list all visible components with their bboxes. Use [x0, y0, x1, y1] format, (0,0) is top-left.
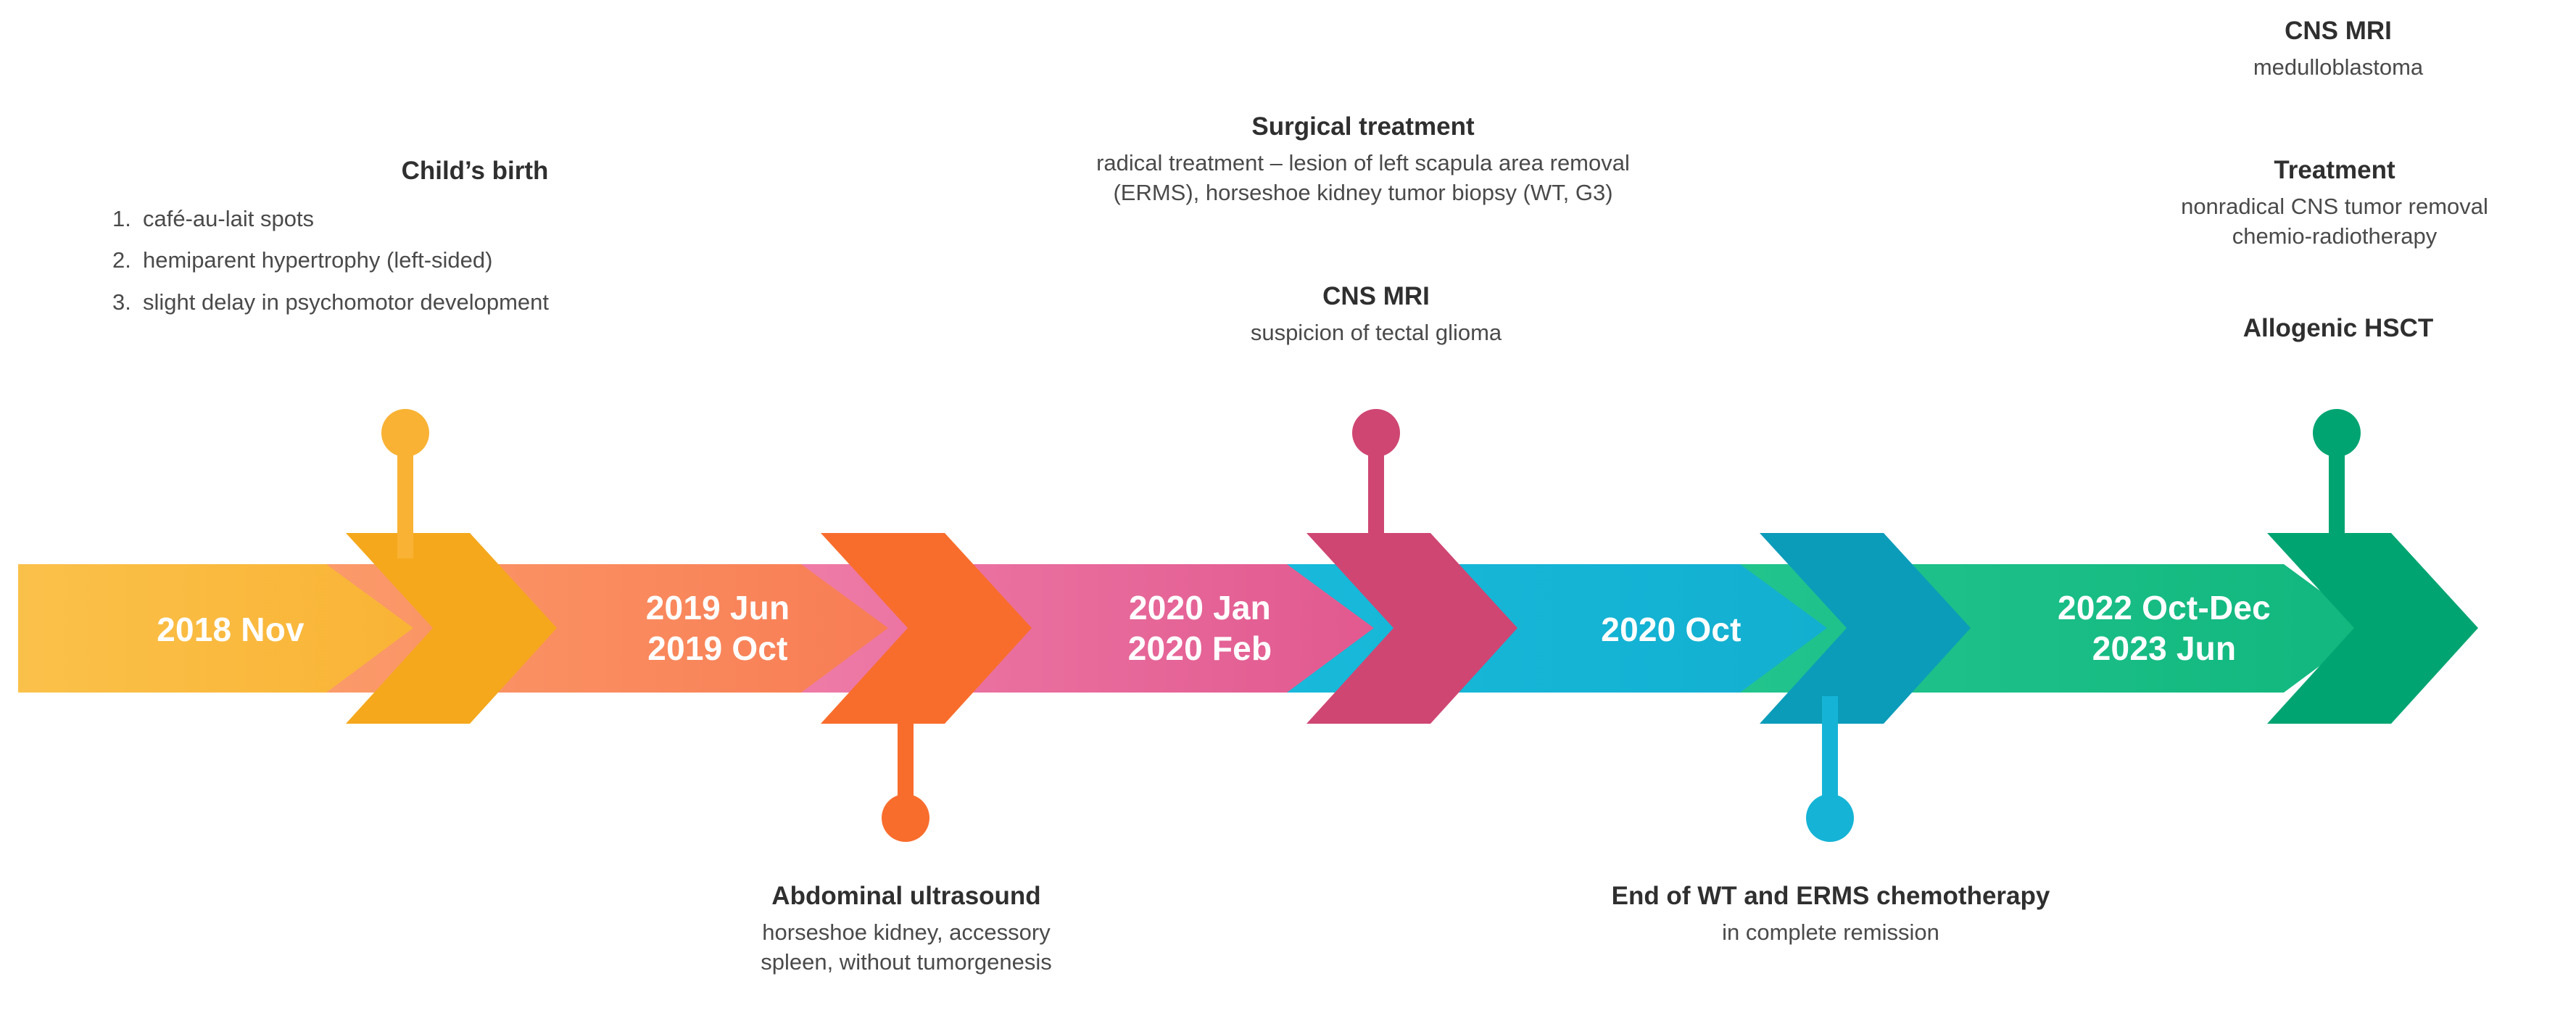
callout-cns-mri-medulloblastoma-subtitle: medulloblastoma	[2253, 54, 2424, 80]
callout-abdominal-ultrasound-subtitle: horseshoe kidney, accessory spleen, with…	[761, 919, 1052, 975]
list-item-index: 2.	[112, 247, 131, 273]
timeline-connector-4	[1760, 533, 1971, 724]
list-item: 1. café-au-lait spots	[112, 198, 837, 240]
marker-abdominal-us	[882, 696, 929, 842]
timeline-connector-3	[1306, 533, 1517, 724]
list-item-text: hemiparent hypertrophy (left-sided)	[143, 247, 493, 273]
list-item: 3. slight delay in psychomotor developmen…	[112, 281, 837, 323]
marker-childs-birth	[381, 409, 429, 558]
timeline-connector-2	[821, 533, 1032, 724]
marker-cns-mri-1	[1352, 409, 1400, 558]
callout-cns-mri-tectal-subtitle: suspicion of tectal glioma	[1250, 319, 1502, 345]
list-item-index: 3.	[112, 289, 131, 315]
callout-cns-mri-tectal: CNS MRI suspicion of tectal glioma	[1159, 280, 1594, 347]
callout-surgical-treatment: Surgical treatment radical treatment – l…	[943, 110, 1784, 208]
timeline-connector-5	[2267, 533, 2478, 724]
callout-cns-mri-medulloblastoma: CNS MRI medulloblastoma	[2110, 15, 2567, 82]
callout-treatment-title: Treatment	[2274, 156, 2395, 184]
timeline-band-2018-nov	[18, 564, 464, 693]
list-item: 2. hemiparent hypertrophy (left-sided)	[112, 239, 837, 281]
callout-cns-mri-tectal-title: CNS MRI	[1322, 282, 1430, 310]
callout-surgical-treatment-subtitle: radical treatment – lesion of left scapu…	[1096, 149, 1630, 206]
callout-abdominal-ultrasound-title: Abdominal ultrasound	[771, 882, 1041, 910]
callout-treatment: Treatment nonradical CNS tumor removal c…	[2095, 154, 2574, 252]
callout-abdominal-ultrasound: Abdominal ultrasound horseshoe kidney, a…	[682, 880, 1131, 978]
marker-chemo-end	[1806, 696, 1854, 842]
callout-treatment-subtitle: nonradical CNS tumor removal chemio-radi…	[2181, 193, 2488, 249]
callout-surgical-treatment-title: Surgical treatment	[1251, 112, 1475, 141]
callout-allogenic-hsct-title: Allogenic HSCT	[2242, 314, 2434, 342]
childs-birth-findings-list: 1. café-au-lait spots 2. hemiparent hypert…	[112, 198, 837, 323]
callout-chemo-end-subtitle: in complete remission	[1722, 919, 1939, 945]
callout-childs-birth: Child’s birth 1. café-au-lait spots 2. hem…	[112, 154, 837, 323]
callout-cns-mri-medulloblastoma-title: CNS MRI	[2285, 17, 2392, 45]
callout-chemo-end-title: End of WT and ERMS chemotherapy	[1611, 882, 2050, 910]
callout-childs-birth-title: Child’s birth	[401, 157, 549, 185]
marker-hsct	[2313, 409, 2361, 558]
timeline-connector-1	[346, 533, 557, 724]
list-item-index: 1.	[112, 205, 131, 231]
list-item-text: slight delay in psychomotor development	[143, 289, 550, 315]
list-item-text: café-au-lait spots	[143, 205, 315, 231]
callout-allogenic-hsct: Allogenic HSCT	[2146, 312, 2530, 350]
callout-chemo-end: End of WT and ERMS chemotherapy in compl…	[1515, 880, 2146, 947]
